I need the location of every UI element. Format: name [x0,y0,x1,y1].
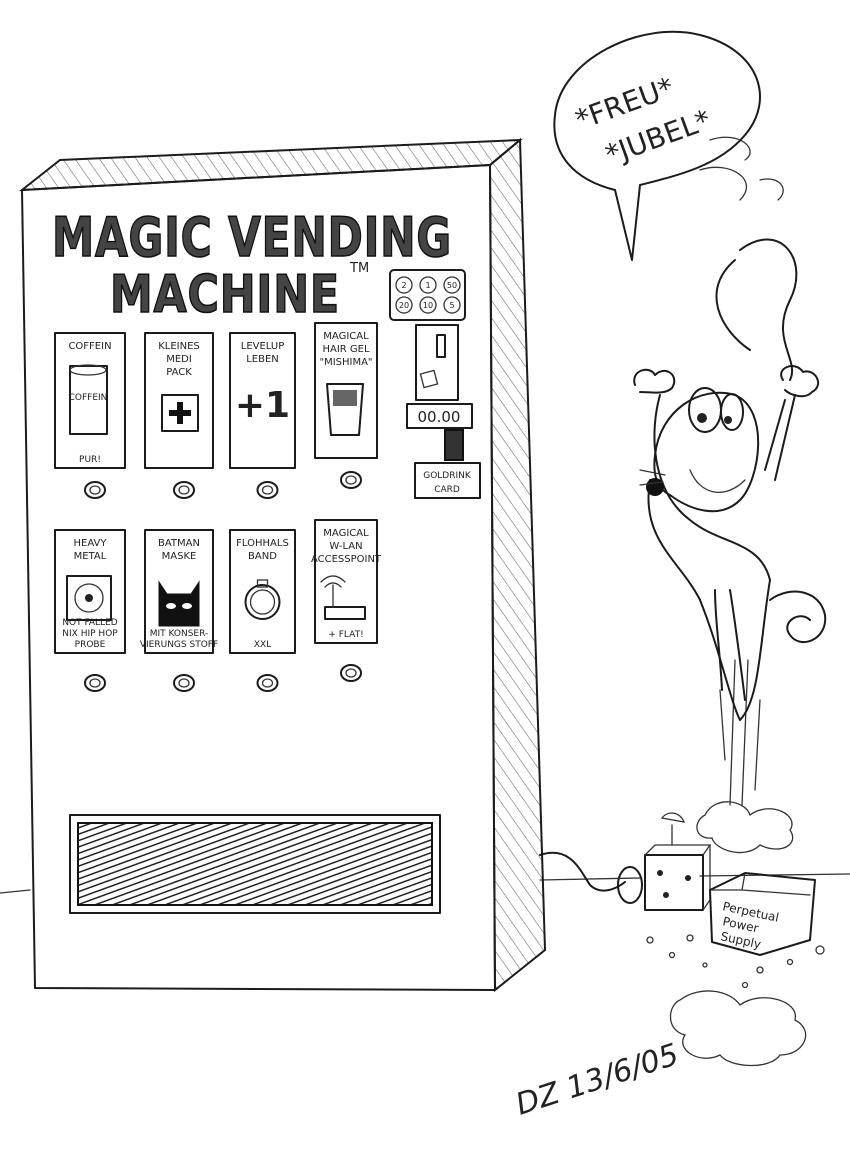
product-label: BATMAN [158,538,200,549]
coin-50: 50 [443,276,461,294]
product-icon [66,575,112,621]
product-label: COFFEIN [68,341,111,352]
mouse-character [633,136,827,721]
product-footer: + FLAT! [328,630,363,640]
perpetual-power-supply: Perpetual Power Supply [709,872,816,956]
product-slot-4: MAGICAL HAIR GEL "MISHIMA" [314,322,378,459]
title-line-2: MACHINE [110,265,340,325]
machine-title: MAGIC VENDING MACHINE TM [51,205,452,326]
signature-text: DZ 13/6/05 [512,1037,683,1122]
product-footer: NIX HIP HOP [62,629,118,639]
product-slot-3: LEVELUP LEBEN +1 [229,332,296,469]
product-label: METAL [74,551,107,562]
trademark-mark: TM [349,261,369,276]
output-tray[interactable] [69,814,441,914]
select-button-3[interactable] [256,481,279,499]
coin-panel[interactable]: 2 1 50 20 10 5 [389,269,466,321]
coin-value: 20 [399,301,409,310]
product-label: PACK [166,367,192,378]
product-slot-6: BATMAN MASKE MIT KONSER-VIERUNGS STOFF [140,529,218,654]
product-label: MASKE [162,551,197,562]
product-label: HAIR GEL [322,344,370,355]
product-icon [326,383,364,436]
product-label: W-LAN [329,541,362,552]
select-button-4[interactable] [340,471,362,489]
speech-bubble: *FREU* *JUBEL* [553,30,761,261]
card-slot[interactable]: GOLDRINK CARD [414,429,481,499]
product-slot-1: COFFEIN COFFEIN PUR! [54,332,126,469]
coin-1: 1 [419,276,437,294]
product-grid: COFFEIN COFFEIN PUR! KLEINES MEDI PACK LEVELUP… [54,322,382,692]
coin-value: 2 [401,281,406,290]
coin-value: 5 [449,301,454,310]
vending-machine [18,137,547,993]
product-icon [69,364,108,435]
product-label: MEDI [166,354,192,365]
coin-10: 10 [419,296,437,314]
select-button-7[interactable] [256,674,279,692]
product-icon [244,579,281,620]
product-slot-8: MAGICAL W-LAN ACCESSPOINT + FLAT! [311,519,382,644]
product-label: BAND [248,551,277,562]
explosion-cloud [646,659,825,1067]
price-display-value: 00.00 [418,408,461,426]
select-button-1[interactable] [84,481,106,499]
product-icon [158,580,200,627]
product-label: HEAVY [74,538,108,549]
product-label: MAGICAL [323,528,369,539]
card-label-1: GOLDRINK [423,471,472,481]
product-footer: VIERUNGS STOFF [140,640,218,650]
product-slot-7: FLOHHALS BAND XXL [229,529,296,654]
product-slot-2: KLEINES MEDI PACK [144,332,214,469]
title-line-1: MAGIC VENDING [52,206,452,269]
power-cable [539,851,643,904]
product-footer: NOT FALLED [62,618,117,628]
select-button-5[interactable] [84,674,106,692]
product-icon [161,394,199,432]
coin-value: 10 [423,301,433,310]
can-label: COFFEIN [69,393,108,403]
price-display: 00.00 [406,403,473,429]
product-label: ACCESSPOINT [311,554,382,565]
product-label: KLEINES [158,341,200,352]
product-label: LEBEN [246,354,279,365]
coin-5: 5 [443,296,461,314]
select-button-8[interactable] [340,664,362,682]
product-footer: PUR! [79,455,101,465]
coin-value: 1 [425,281,430,290]
select-button-6[interactable] [173,674,195,692]
signature: DZ 13/6/05 [512,1037,683,1122]
converter-box [644,812,712,911]
coin-2: 2 [395,276,413,294]
coin-20: 20 [395,296,413,314]
product-label: MAGICAL [323,331,369,342]
product-footer: XXL [254,640,271,650]
product-label: LEVELUP [241,341,284,352]
product-big-value: +1 [235,385,290,426]
select-button-2[interactable] [173,481,195,499]
product-footer: MIT KONSER- [150,629,209,639]
coin-value: 50 [447,281,457,290]
product-label: "MISHIMA" [319,357,372,368]
product-label: FLOHHALS [236,538,289,549]
product-footer: PROBE [75,640,106,650]
product-icon [320,575,366,620]
coin-slot[interactable] [415,324,459,401]
card-label-2: CARD [434,485,460,495]
